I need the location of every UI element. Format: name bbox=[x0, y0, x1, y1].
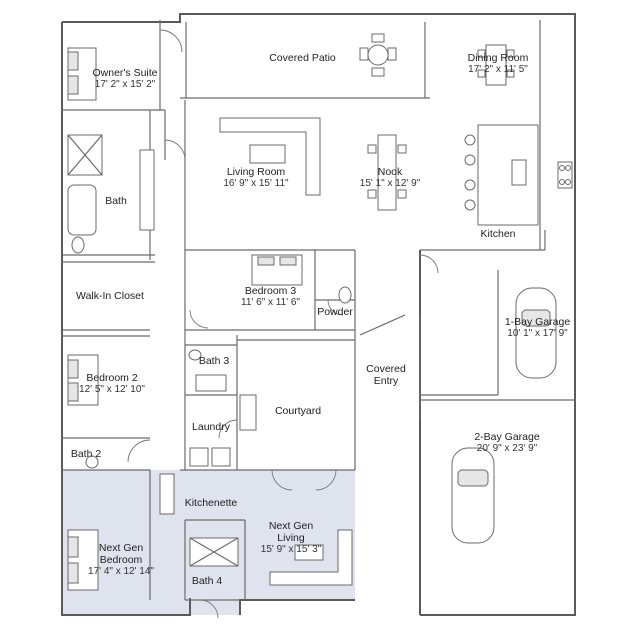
room-label-covered-entry: Covered Entry bbox=[366, 363, 406, 387]
toilet-icon bbox=[338, 286, 352, 304]
car-icon bbox=[515, 287, 557, 379]
stairs-icon bbox=[239, 394, 257, 431]
room-label-bath-4: Bath 4 bbox=[191, 575, 223, 587]
sink-icon bbox=[139, 149, 155, 231]
nook-table-icon bbox=[367, 134, 407, 211]
room-label-bath: Bath bbox=[105, 195, 127, 207]
kitchen-island-icon bbox=[464, 124, 539, 226]
toilet-icon bbox=[85, 455, 99, 469]
room-label-kitchen: Kitchen bbox=[480, 228, 516, 240]
room-label-laundry: Laundry bbox=[192, 421, 230, 433]
tub-icon bbox=[189, 537, 239, 567]
room-label-powder: Powder bbox=[317, 306, 353, 318]
room-label-courtyard: Courtyard bbox=[274, 405, 322, 417]
interior-walls bbox=[62, 20, 575, 601]
bed-icon bbox=[251, 254, 303, 286]
range-icon bbox=[557, 161, 573, 189]
tub-icon bbox=[195, 374, 227, 392]
bed-icon bbox=[67, 529, 99, 591]
room-label-covered-patio: Covered Patio bbox=[269, 52, 336, 64]
sofa-icon bbox=[269, 529, 353, 586]
room-label-bath-2: Bath 2 bbox=[70, 448, 102, 460]
dining-table-icon bbox=[477, 44, 515, 86]
room-label-walk-in-closet: Walk-In Closet bbox=[76, 290, 144, 302]
tub-icon bbox=[67, 134, 103, 236]
room-label-kitchenette: Kitchenette bbox=[184, 497, 238, 509]
car-icon bbox=[451, 447, 495, 544]
washer-dryer-icon bbox=[189, 447, 231, 467]
toilet-icon bbox=[188, 349, 202, 361]
toilet-icon bbox=[71, 236, 85, 254]
doors bbox=[127, 29, 439, 619]
patio-table-icon bbox=[359, 33, 397, 77]
sofa-icon bbox=[219, 117, 321, 196]
bed-icon bbox=[67, 47, 97, 101]
kitchenette-counter bbox=[159, 473, 175, 515]
bed-icon bbox=[67, 354, 99, 406]
room-label-bath-3: Bath 3 bbox=[198, 355, 230, 367]
